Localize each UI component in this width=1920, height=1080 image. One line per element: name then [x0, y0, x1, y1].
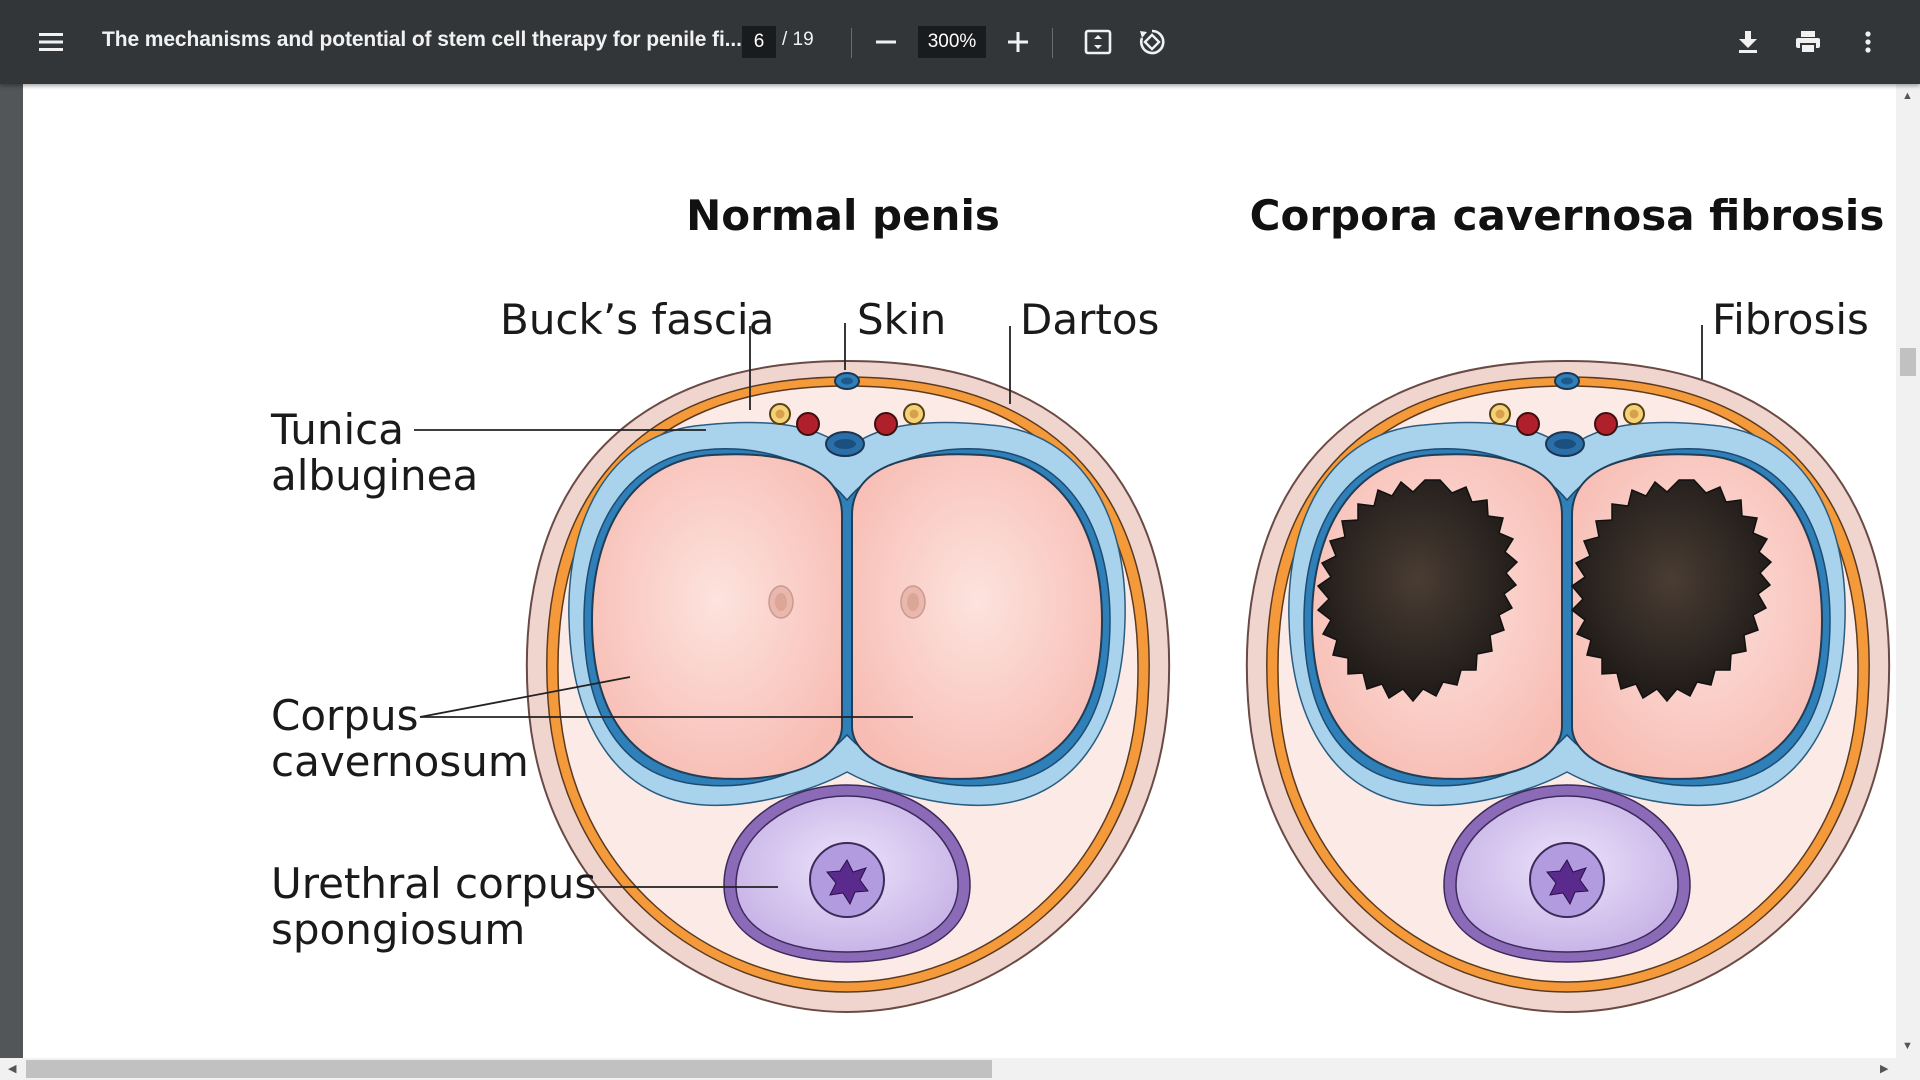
pdf-page: Normal penis Corpora cavernosa fibrosis	[23, 84, 1896, 1058]
fibrosis-cross-section	[1247, 361, 1889, 1012]
hamburger-menu-icon[interactable]	[31, 22, 71, 62]
label-fibrosis: Fibrosis	[1712, 295, 1869, 344]
vertical-scrollbar[interactable]	[1896, 84, 1920, 1058]
scroll-left-arrow-icon[interactable]: ◀	[8, 1062, 16, 1075]
rotate-icon[interactable]	[1132, 22, 1172, 62]
label-tunica-line1: Tunica	[270, 405, 404, 454]
label-corpus-line2: cavernosum	[271, 737, 529, 786]
document-title: The mechanisms and potential of stem cel…	[102, 28, 742, 52]
label-skin: Skin	[857, 295, 946, 344]
print-icon[interactable]	[1788, 22, 1828, 62]
horizontal-scroll-thumb[interactable]	[26, 1060, 992, 1078]
zoom-level-input[interactable]: 300%	[918, 26, 986, 58]
page-total: / 19	[782, 29, 814, 51]
label-corpus-line1: Corpus	[271, 691, 418, 740]
zoom-in-icon[interactable]	[998, 22, 1038, 62]
scroll-down-arrow-icon[interactable]: ▼	[1902, 1040, 1913, 1052]
scroll-right-arrow-icon[interactable]: ▶	[1880, 1062, 1888, 1075]
label-dartos: Dartos	[1020, 295, 1159, 344]
normal-penis-cross-section	[527, 361, 1169, 1012]
more-options-icon[interactable]	[1848, 22, 1888, 62]
fit-page-icon[interactable]	[1078, 22, 1118, 62]
left-figure-title: Normal penis	[686, 191, 1000, 240]
toolbar-divider	[1052, 28, 1053, 58]
vertical-scroll-thumb[interactable]	[1900, 348, 1916, 376]
download-icon[interactable]	[1728, 22, 1768, 62]
page-number-input[interactable]: 6	[742, 26, 776, 58]
toolbar-divider	[851, 28, 852, 58]
pdf-toolbar: The mechanisms and potential of stem cel…	[0, 0, 1920, 84]
label-urethral-line2: spongiosum	[271, 905, 525, 954]
label-bucks-fascia: Buck’s fascia	[500, 295, 774, 344]
right-figure-title: Corpora cavernosa fibrosis	[1250, 191, 1885, 240]
anatomy-figure: Normal penis Corpora cavernosa fibrosis	[23, 84, 1896, 1058]
label-urethral-line1: Urethral corpus	[271, 859, 596, 908]
zoom-out-icon[interactable]	[866, 22, 906, 62]
label-tunica-line2: albuginea	[271, 451, 478, 500]
scroll-up-arrow-icon[interactable]: ▲	[1902, 90, 1913, 102]
